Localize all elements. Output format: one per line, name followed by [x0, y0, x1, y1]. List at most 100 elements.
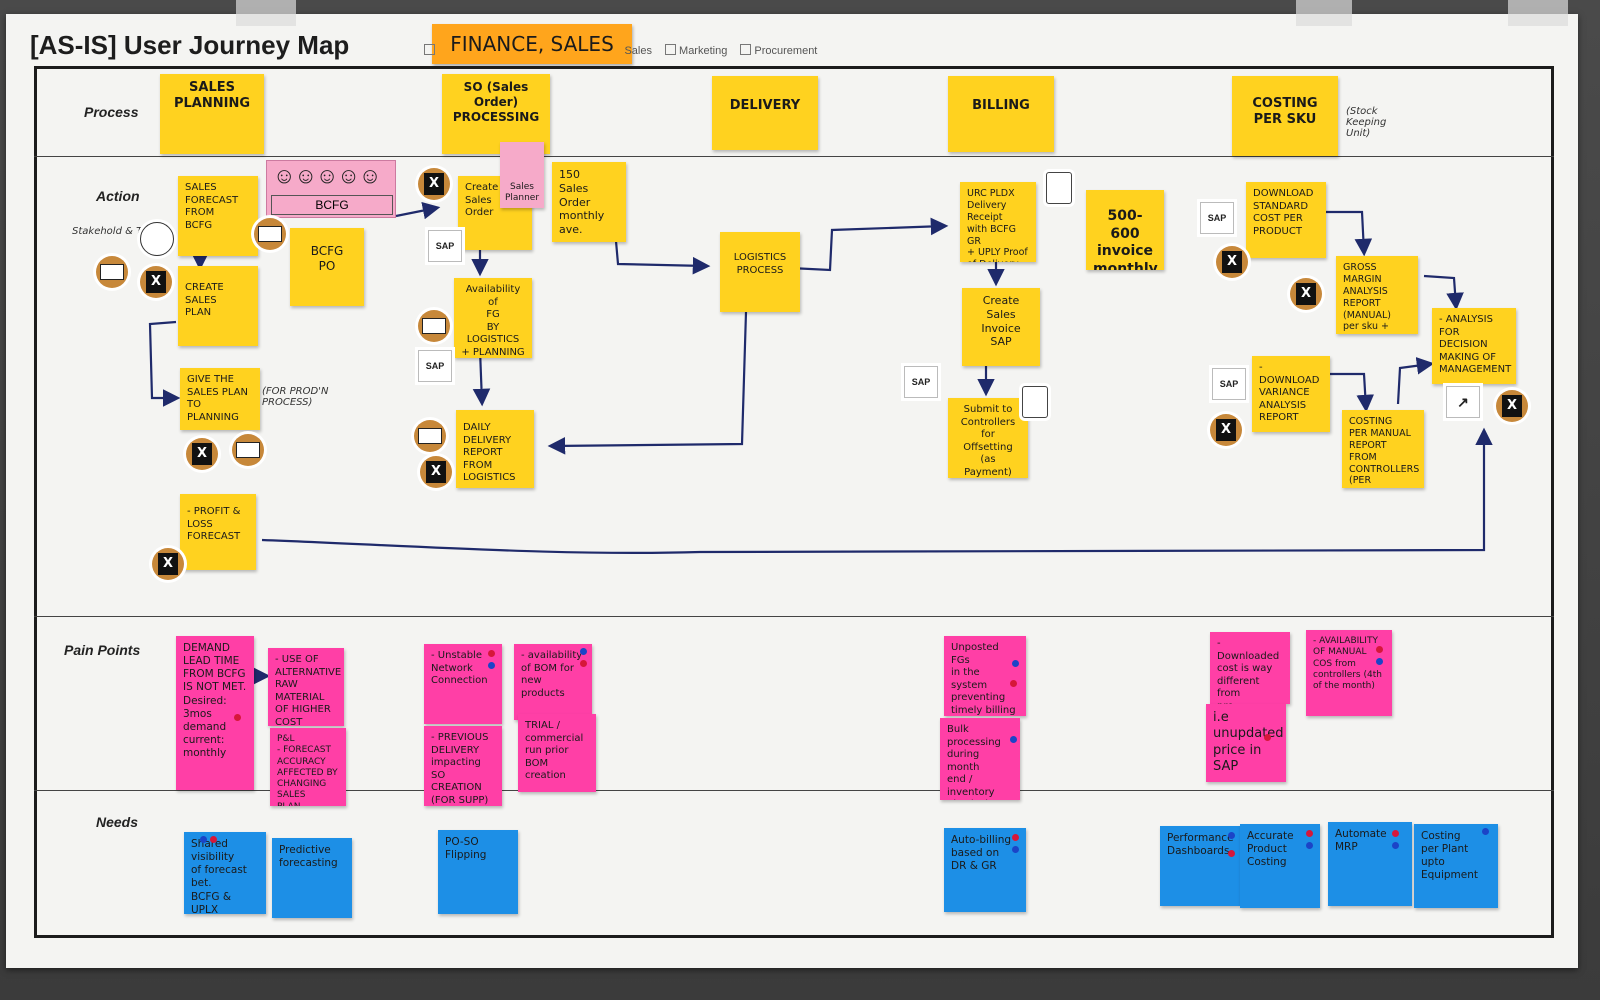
action-note-analysis-decision: - ANALYSIS FOR DECISION MAKING OF MANAGE…	[1432, 308, 1516, 384]
arrow	[148, 320, 181, 407]
tape	[1296, 0, 1352, 26]
excel-icon: X	[418, 168, 450, 200]
arrow	[1396, 357, 1435, 405]
checkbox	[424, 44, 435, 55]
arrow	[789, 217, 949, 272]
checkbox	[740, 44, 752, 55]
document-icon	[1046, 172, 1072, 204]
excel-icon: X	[186, 438, 218, 470]
action-note-logistics-process: LOGISTICS PROCESS	[720, 232, 800, 312]
vote-dot-red	[1264, 734, 1271, 741]
pain-note-pl-forecast: P&L - FORECAST ACCURACY AFFECTED BY CHAN…	[270, 728, 346, 806]
lane-divider	[34, 790, 1554, 791]
vote-dot-blue	[1012, 660, 1019, 667]
arrow	[395, 201, 441, 220]
pain-note-bom-availability: - availability of BOM for new products	[514, 644, 592, 720]
lane-label-needs: Needs	[96, 814, 139, 830]
map-frame	[34, 66, 1554, 938]
action-note-download-cost: DOWNLOAD STANDARD COST PER PRODUCT	[1246, 182, 1326, 258]
process-note-costing: COSTING PER SKU	[1232, 76, 1338, 156]
vote-dot-red	[1306, 830, 1313, 837]
pain-note-bulk-processing: Bulk processing during month end / inven…	[940, 718, 1020, 800]
stakeholder-person-icon	[140, 222, 174, 256]
arrow	[1326, 210, 1373, 257]
vote-dot-red	[1392, 830, 1399, 837]
process-note-delivery: DELIVERY	[712, 76, 818, 150]
lane-divider	[34, 616, 1554, 617]
mail-icon	[96, 256, 128, 288]
action-note-urc-delivery: URC PLDX Delivery Receipt with BCFG GR +…	[960, 182, 1036, 262]
lane-divider	[34, 156, 1554, 157]
pain-note-trial-commercial: TRIAL / commercial run prior BOM creatio…	[518, 714, 596, 792]
vote-dot-blue	[1012, 846, 1019, 853]
mail-icon	[414, 420, 446, 452]
checkbox-label-sales: Sales	[624, 45, 652, 57]
vote-dot-blue	[1228, 832, 1235, 839]
excel-icon: X	[420, 456, 452, 488]
pain-note-unposted-fg: Unposted FGs in the system preventing ti…	[944, 636, 1026, 716]
page-title: [AS-IS] User Journey Map	[30, 30, 350, 60]
sap-icon: SAP	[904, 366, 938, 398]
process-note-billing: BILLING	[948, 76, 1054, 152]
need-note-automate-mrp: Automate MRP	[1328, 822, 1412, 906]
need-note-performance: Performance Dashboards	[1160, 826, 1240, 906]
vote-dot-blue	[1306, 842, 1313, 849]
action-note-bcfg-po: BCFG PO	[290, 228, 364, 306]
envelope-shape	[236, 442, 260, 458]
pain-note-alt-material: - USE OF ALTERNATIVE RAW MATERIAL OF HIG…	[268, 648, 344, 726]
people-icon: ☺☺☺☺☺	[273, 163, 381, 188]
excel-icon: X	[1210, 414, 1242, 446]
need-note-po-so: PO-SO Flipping	[438, 830, 518, 914]
action-note-create-so: Create Sales Order	[458, 176, 532, 250]
vote-dot-red	[1376, 646, 1383, 653]
excel-icon: X	[1496, 390, 1528, 422]
action-note-availability-fg: Availability of FG BY LOGISTICS + PLANNI…	[454, 278, 532, 358]
action-note-gross-margin: GROSS MARGIN ANALYSIS REPORT (MANUAL) pe…	[1336, 256, 1418, 334]
vote-dot-red	[580, 660, 587, 667]
envelope-shape	[418, 428, 442, 444]
process-note-sales-planning: SALES PLANNING	[160, 74, 264, 154]
lane-label-process: Process	[84, 104, 139, 120]
mail-icon	[418, 310, 450, 342]
mail-icon	[232, 434, 264, 466]
checkbox	[665, 44, 677, 55]
vote-dot-blue	[580, 648, 587, 655]
tape	[236, 0, 296, 26]
vote-dot-blue	[1010, 736, 1017, 743]
give-sales-plan-aside: (FOR PROD'N PROCESS)	[262, 386, 329, 408]
pain-note-downloaded-cost: - Downloaded cost is way different from …	[1210, 632, 1290, 704]
checkbox-label-procurement: Procurement	[754, 45, 818, 57]
bcfg-card-label: BCFG	[271, 195, 393, 215]
arrow	[547, 311, 748, 455]
lane-label-pain-points: Pain Points	[64, 642, 141, 658]
need-note-auto-billing: Auto-billing based on DR & GR	[944, 828, 1026, 912]
envelope-shape	[100, 264, 124, 280]
action-note-give-sales-plan: GIVE THE SALES PLAN TO PLANNING	[180, 368, 260, 430]
need-note-accurate-costing: Accurate Product Costing	[1240, 824, 1320, 908]
sales-planner-card: Sales Planner	[500, 142, 544, 208]
action-note-costing-manual: COSTING PER MANUAL REPORT FROM CONTROLLE…	[1342, 410, 1424, 488]
action-note-profit-loss: - PROFIT & LOSS FORECAST	[180, 494, 256, 570]
sap-icon: SAP	[428, 230, 462, 262]
lane-label-action: Action	[96, 188, 140, 204]
action-note-invoice: 500-600 invoice monthly ave.	[1086, 190, 1164, 270]
vote-dot-blue	[1482, 828, 1489, 835]
vote-dot-red	[488, 650, 495, 657]
arrow	[261, 427, 1493, 555]
vote-dot-blue	[1376, 658, 1383, 665]
excel-icon: X	[152, 548, 184, 580]
tape	[1508, 0, 1568, 26]
pain-note-manual-cos: - AVAILABILITY OF MANUAL COS from contro…	[1306, 630, 1392, 716]
excel-icon: X	[1216, 246, 1248, 278]
pain-note-unstable-network: - Unstable Network Connection	[424, 644, 502, 724]
chart-trend-icon: ↗	[1446, 386, 1480, 418]
action-note-variance: - DOWNLOAD VARIANCE ANALYSIS REPORT	[1252, 356, 1330, 432]
lane-label-stakeholder: Stakehold & T	[72, 226, 143, 237]
action-note-sales-forecast: SALES FORECAST FROM BCFG	[178, 176, 258, 256]
bcfg-stakeholder-card: ☺☺☺☺☺ BCFG	[266, 160, 396, 218]
department-banner: FINANCE, SALES	[432, 24, 632, 64]
vote-dot-red	[210, 836, 217, 843]
vote-dot-blue	[1392, 842, 1399, 849]
vote-dot-red	[1012, 834, 1019, 841]
